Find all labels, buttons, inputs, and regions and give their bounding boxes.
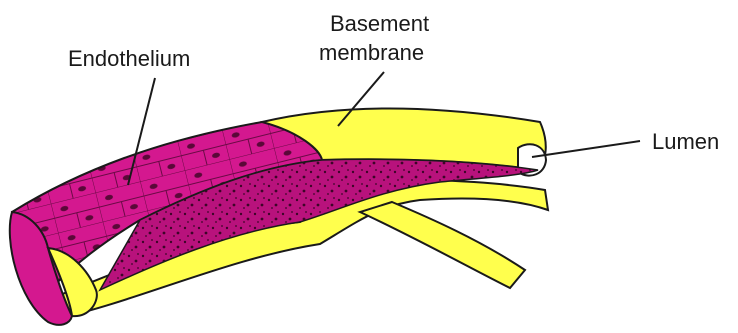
branch-lower — [360, 202, 525, 288]
basement-label-line1: Basement — [330, 11, 429, 36]
lumen-leader — [532, 141, 640, 157]
lumen-label: Lumen — [652, 129, 719, 154]
basement-label-line2: membrane — [319, 40, 424, 65]
endothelium-label: Endothelium — [68, 46, 190, 71]
